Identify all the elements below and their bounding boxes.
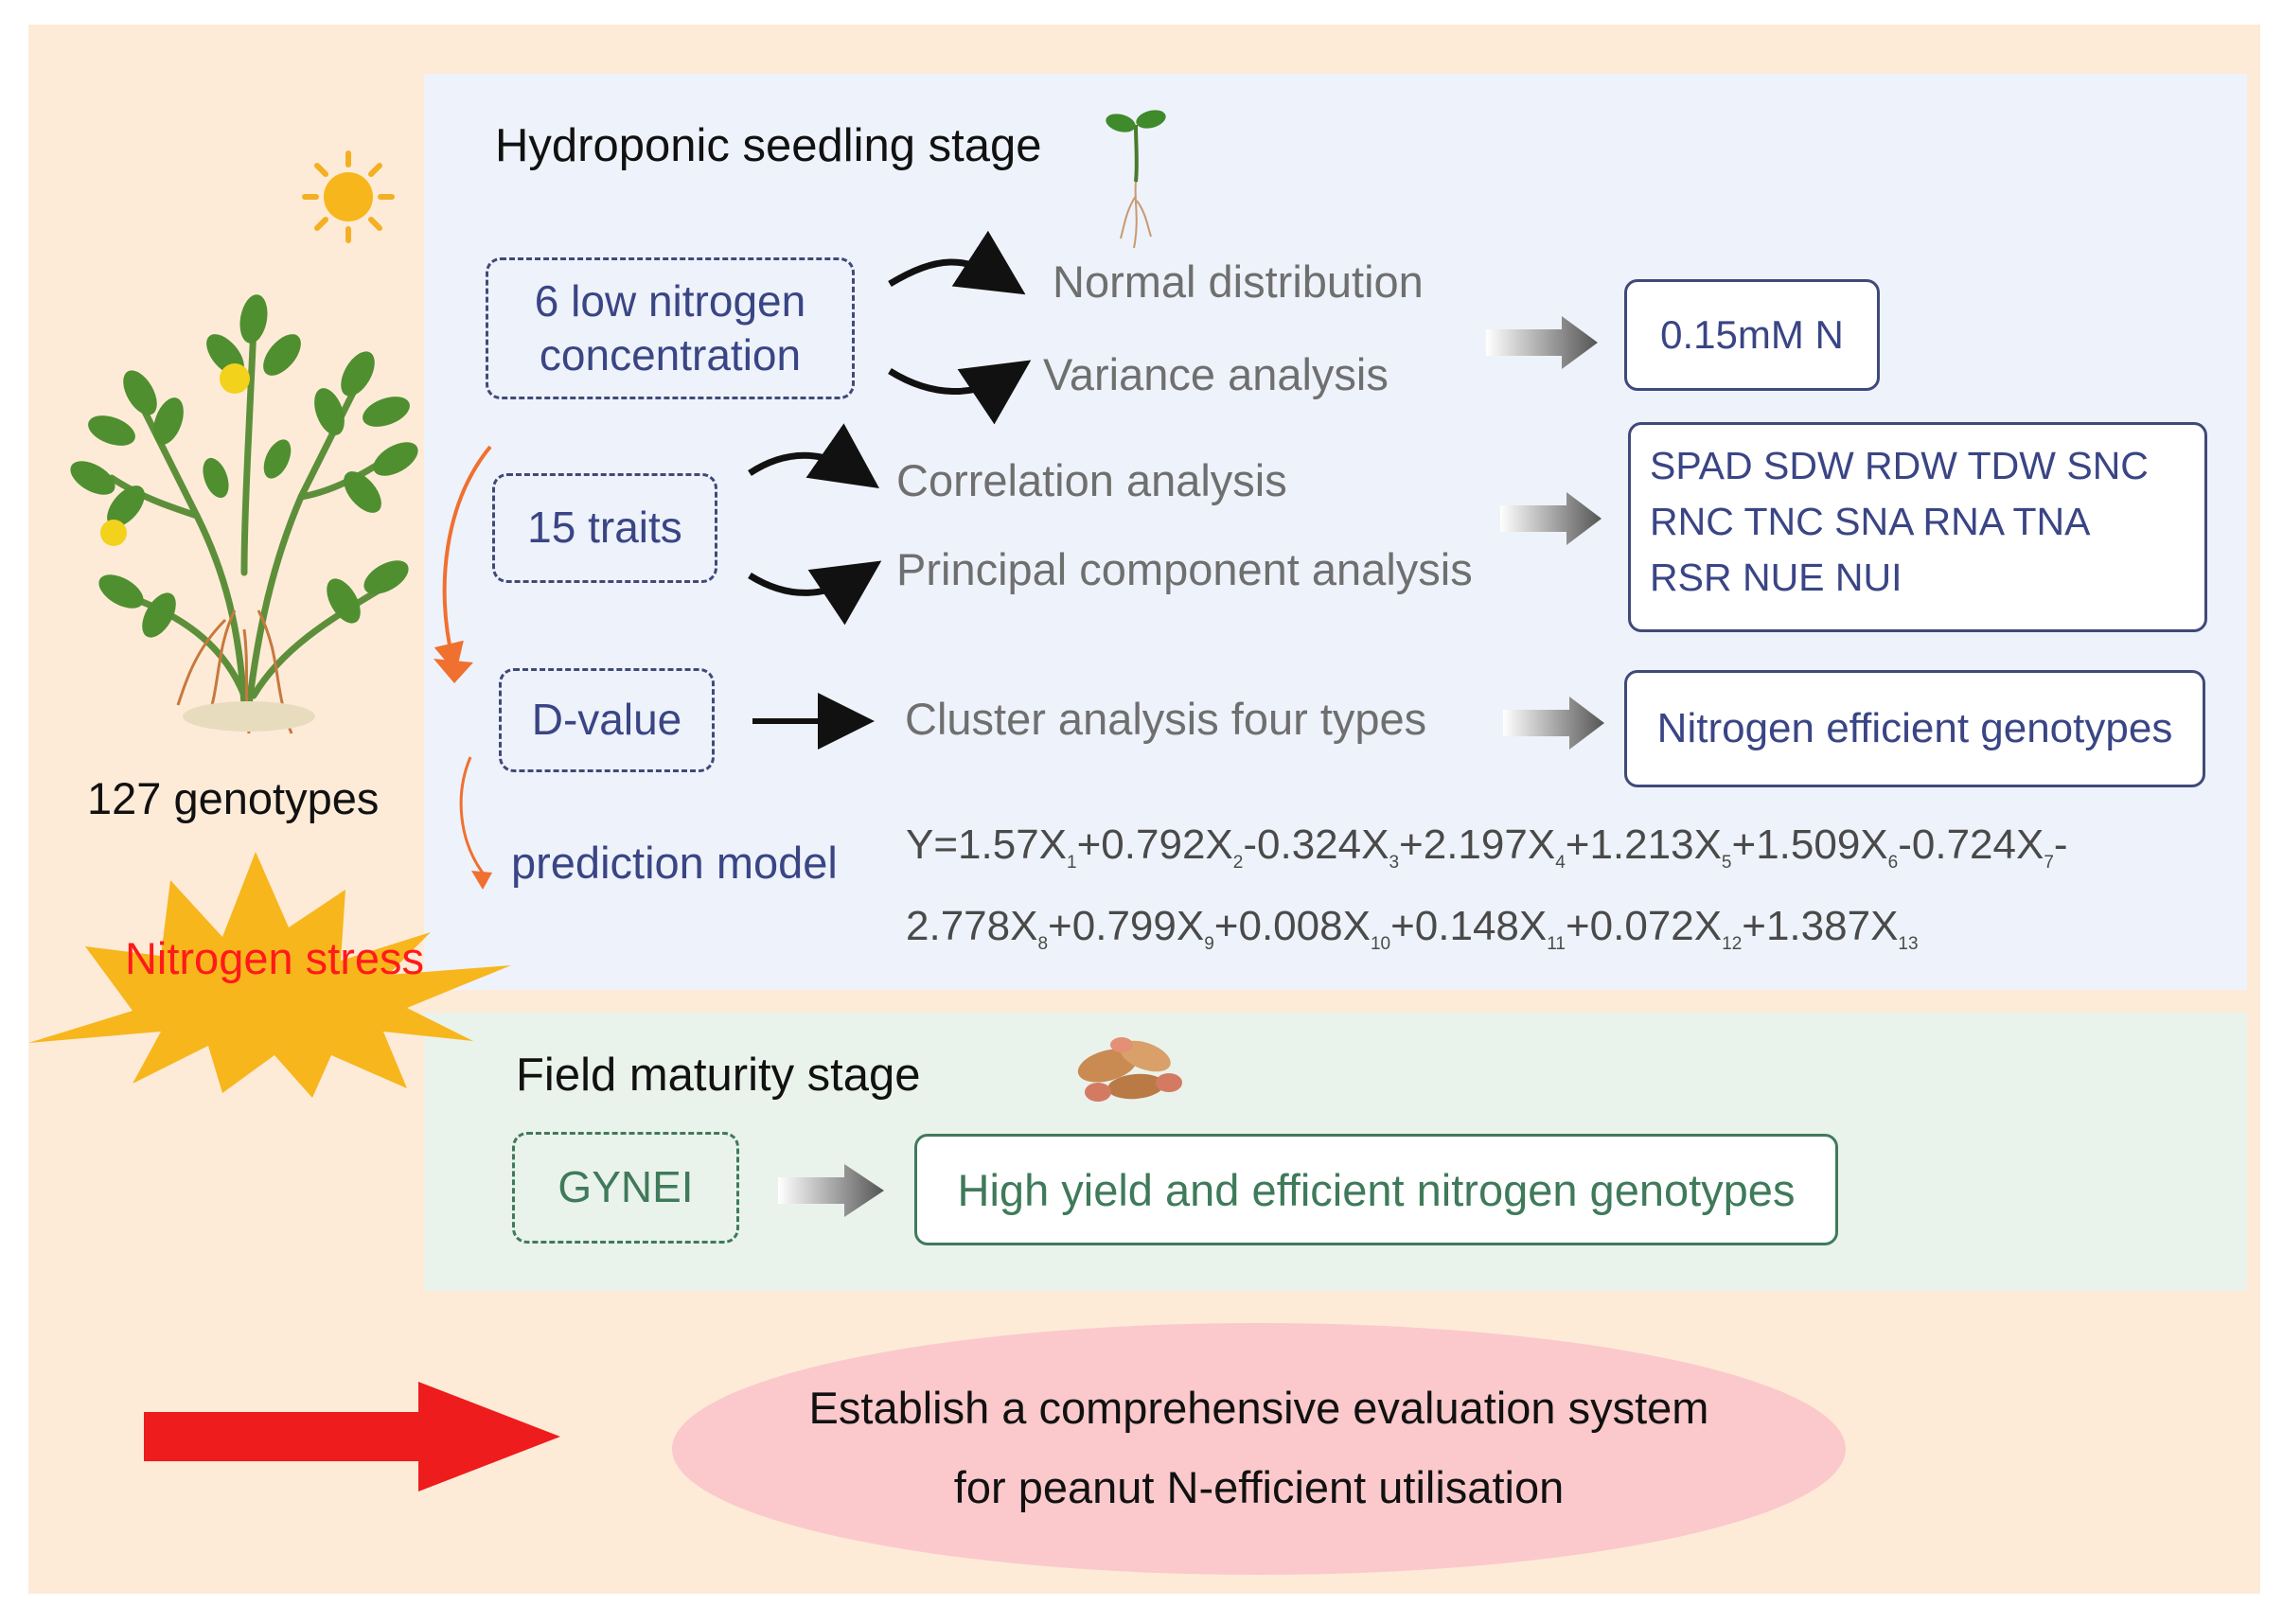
formula-term: +1.213X5 xyxy=(1565,821,1732,873)
gynei-label: GYNEI xyxy=(557,1162,694,1212)
formula-line-2: 2.778X8+0.799X9+0.008X10+0.148X11+0.072X… xyxy=(906,903,1919,955)
formula-term: -0.324X3 xyxy=(1243,821,1400,873)
curved-arrow-correlation xyxy=(748,423,880,488)
formula-line-1: Y=1.57X1+0.792X2-0.324X3+2.197X4+1.213X5… xyxy=(906,821,2068,874)
efficient-genotypes-box: Nitrogen efficient genotypes xyxy=(1624,670,2205,787)
orange-arrow-traits-dvalue xyxy=(434,445,492,674)
gray-arrow-row3 xyxy=(1503,697,1604,750)
cluster-analysis-label: Cluster analysis four types xyxy=(905,694,1427,744)
dvalue-label: D-value xyxy=(531,695,682,745)
seedling-stage-title: Hydroponic seedling stage xyxy=(495,120,1042,171)
traits-box: 15 traits xyxy=(492,473,717,583)
conclusion-line-2: for peanut N-efficient utilisation xyxy=(953,1462,1565,1512)
result-n-box: 0.15mM N xyxy=(1624,279,1880,391)
field-stage-title: Field maturity stage xyxy=(516,1050,921,1101)
formula-subscript: 6 xyxy=(1887,852,1899,873)
correlation-analysis-label: Correlation analysis xyxy=(896,455,1287,505)
formula-term: +1.387X13 xyxy=(1742,903,1919,954)
formula-subscript: 5 xyxy=(1721,852,1732,873)
formula-subscript: 11 xyxy=(1547,933,1566,954)
traits-list-text: SPAD SDW RDW TDW SNC RNC TNC SNA RNA TNA… xyxy=(1650,444,2149,599)
peanuts-icon xyxy=(1077,1037,1182,1102)
formula-term: +0.072X12 xyxy=(1565,903,1743,954)
dvalue-box: D-value xyxy=(499,668,715,772)
gray-arrow-row2 xyxy=(1500,492,1602,545)
formula-subscript: 3 xyxy=(1389,852,1400,873)
curved-arrow-normal xyxy=(888,230,1026,295)
formula-term: 2.778X8 xyxy=(906,903,1049,954)
high-yield-box: High yield and efficient nitrogen genoty… xyxy=(914,1134,1838,1245)
variance-analysis-label: Variance analysis xyxy=(1043,349,1389,399)
gynei-box: GYNEI xyxy=(512,1132,739,1244)
formula-subscript: 1 xyxy=(1067,852,1077,873)
peanut-plant-icon xyxy=(70,294,418,734)
stress-burst xyxy=(28,852,511,1098)
big-red-arrow xyxy=(144,1382,560,1492)
pca-label: Principal component analysis xyxy=(896,544,1473,594)
curved-arrow-pca xyxy=(748,560,882,626)
conclusion-line-1: Establish a comprehensive evaluation sys… xyxy=(808,1383,1709,1433)
gray-arrow-row1 xyxy=(1486,316,1598,369)
formula-sign: - xyxy=(2053,821,2068,868)
formula-term: 1.57X1 xyxy=(958,821,1077,873)
formula-term: +1.509X6 xyxy=(1731,821,1899,873)
formula-term: +0.799X9 xyxy=(1048,903,1214,954)
formula-term: -0.724X7 xyxy=(1898,821,2054,873)
gray-arrow-field xyxy=(778,1164,884,1217)
high-yield-label: High yield and efficient nitrogen genoty… xyxy=(957,1164,1796,1215)
formula-term: +0.008X10 xyxy=(1213,903,1391,954)
formula-subscript: 10 xyxy=(1370,933,1391,954)
formula-term: +0.792X2 xyxy=(1076,821,1244,873)
stress-label: Nitrogen stress xyxy=(124,933,425,983)
orange-arrow-dvalue-model xyxy=(459,756,487,876)
low-nitrogen-box: 6 low nitrogen concentration xyxy=(486,257,855,399)
formula-subscript: 8 xyxy=(1037,933,1049,954)
formula-term: +2.197X4 xyxy=(1399,821,1566,873)
curved-arrow-variance xyxy=(888,360,1032,425)
formula-term: +0.148X11 xyxy=(1390,903,1566,954)
sun-icon xyxy=(302,150,395,243)
formula-subscript: 2 xyxy=(1232,852,1244,873)
result-n-label: 0.15mM N xyxy=(1660,312,1844,357)
formula-subscript: 4 xyxy=(1555,852,1566,873)
efficient-genotypes-label: Nitrogen efficient genotypes xyxy=(1656,705,2173,751)
conclusion-ellipse xyxy=(672,1323,1846,1575)
normal-distribution-label: Normal distribution xyxy=(1053,256,1424,307)
formula-subscript: 12 xyxy=(1722,933,1743,954)
formula-subscript: 7 xyxy=(2044,852,2054,873)
low-nitrogen-label: 6 low nitrogen concentration xyxy=(534,275,806,380)
formula-subscript: 9 xyxy=(1204,933,1214,954)
formula-subscript: 13 xyxy=(1898,933,1919,954)
formula-prefix: Y= xyxy=(906,821,959,868)
genotypes-label: 127 genotypes xyxy=(87,773,380,823)
traits-list-box: SPAD SDW RDW TDW SNC RNC TNC SNA RNA TNA… xyxy=(1628,422,2207,632)
prediction-model-label: prediction model xyxy=(511,838,838,888)
seedling-icon xyxy=(1106,110,1166,249)
traits-label: 15 traits xyxy=(527,503,682,553)
